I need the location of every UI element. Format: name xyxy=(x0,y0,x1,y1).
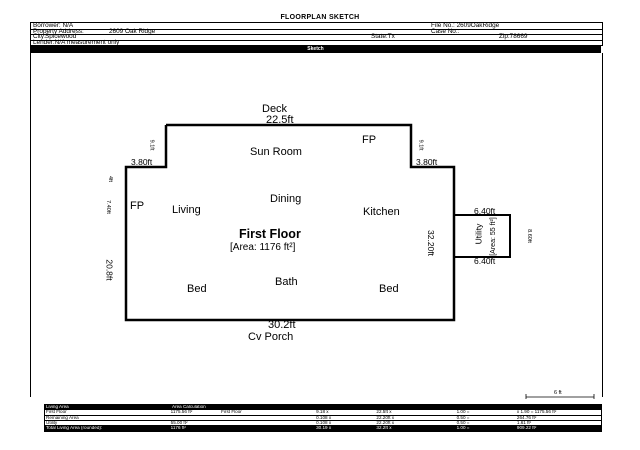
property-address-label: Property Address: xyxy=(33,27,84,35)
file-no-field: File No.: 2609OakRidge xyxy=(431,22,500,29)
area-calculation-table: Living Area Area Calculation First Floor… xyxy=(44,404,602,433)
right-side-dimension: 32.20ft xyxy=(426,230,436,256)
header-row-lender: Lender:N/A measurement only xyxy=(31,38,602,46)
sketch-header-bar: Sketch xyxy=(30,46,601,53)
state-field: State:Tx xyxy=(371,33,395,40)
header-table: Borrower: N/A File No.: 2609OakRidge Pro… xyxy=(30,22,603,46)
utility-bottom-dimension: 6.40ft xyxy=(474,256,496,266)
kitchen-label: Kitchen xyxy=(363,206,400,218)
sketch-area xyxy=(30,53,603,397)
left-740-dimension: 7.40ft xyxy=(104,200,111,214)
scale-label: 6 ft xyxy=(554,390,562,396)
right-notch-dimension: 3.80ft xyxy=(416,157,438,167)
header-row-city: City: Spicewood State:Tx Zip:78669 xyxy=(31,34,602,41)
utility-outline xyxy=(453,214,511,258)
first-floor-label: First Floor xyxy=(239,227,301,241)
header-row-borrower: Borrower: N/A File No.: 2609OakRidge xyxy=(31,23,602,30)
deck-label: Deck xyxy=(262,103,288,115)
area-calculation-header: Area Calculation xyxy=(172,405,206,409)
left-small-dimension: 4ft xyxy=(107,175,114,183)
header-row-address: Property Address: 2609 Oak Ridge Case No… xyxy=(31,27,602,35)
fireplace-top-label: FP xyxy=(362,134,377,146)
table-row: Utility 55.00 ft² 0.108 x 22.20ft x 0.50… xyxy=(45,421,601,427)
right-vertical-top-dimension: 9.1ft xyxy=(417,139,424,151)
case-no-field: Case No.: xyxy=(431,27,460,35)
utility-side-dimension: 8.60ft xyxy=(525,229,532,243)
first-floor-area: [Area: 1176 ft²] xyxy=(230,242,296,253)
left-notch-dimension: 3.80ft xyxy=(131,157,153,167)
bed-right-label: Bed xyxy=(379,283,399,295)
area-table-header: Living Area Area Calculation xyxy=(45,405,601,411)
sun-room-label: Sun Room xyxy=(250,146,302,158)
document-title: FLOORPLAN SKETCH xyxy=(280,14,360,21)
bottom-dimension: 30.2ft xyxy=(268,319,296,331)
top-dimension: 22.5ft xyxy=(266,114,294,126)
table-row: Total Living Area (rounded): 1176 ft² 30… xyxy=(45,426,601,432)
fireplace-left-label: FP xyxy=(130,200,145,212)
borrower-field: Borrower: N/A xyxy=(33,22,74,29)
utility-top-dimension: 6.40ft xyxy=(474,206,496,216)
bed-left-label: Bed xyxy=(187,283,207,295)
living-area-header: Living Area xyxy=(46,405,69,409)
dining-label: Dining xyxy=(270,193,302,205)
lender-field: Lender:N/A measurement only xyxy=(33,38,120,46)
utility-area: [Area: 55 ft²] xyxy=(489,217,497,256)
bath-label: Bath xyxy=(275,276,298,288)
left-side-dimension: 20.8ft xyxy=(104,259,115,281)
zip-field: Zip:78669 xyxy=(499,33,528,40)
table-row: Remaining Area 0.108 x 22.20ft x 0.50 = … xyxy=(45,416,601,421)
utility-label: Utility xyxy=(473,223,484,245)
city-label: City: xyxy=(33,33,46,40)
first-floor-outline xyxy=(124,123,456,322)
living-label: Living xyxy=(172,204,201,216)
left-vertical-top-dimension: 9.1ft xyxy=(148,139,155,151)
table-row: First Floor 1175.56 ft² First Floor 9.18… xyxy=(45,410,601,416)
cv-porch-label: Cv Porch xyxy=(248,331,294,343)
city-value: Spicewood xyxy=(45,33,77,40)
property-address-value: 2609 Oak Ridge xyxy=(109,27,156,35)
